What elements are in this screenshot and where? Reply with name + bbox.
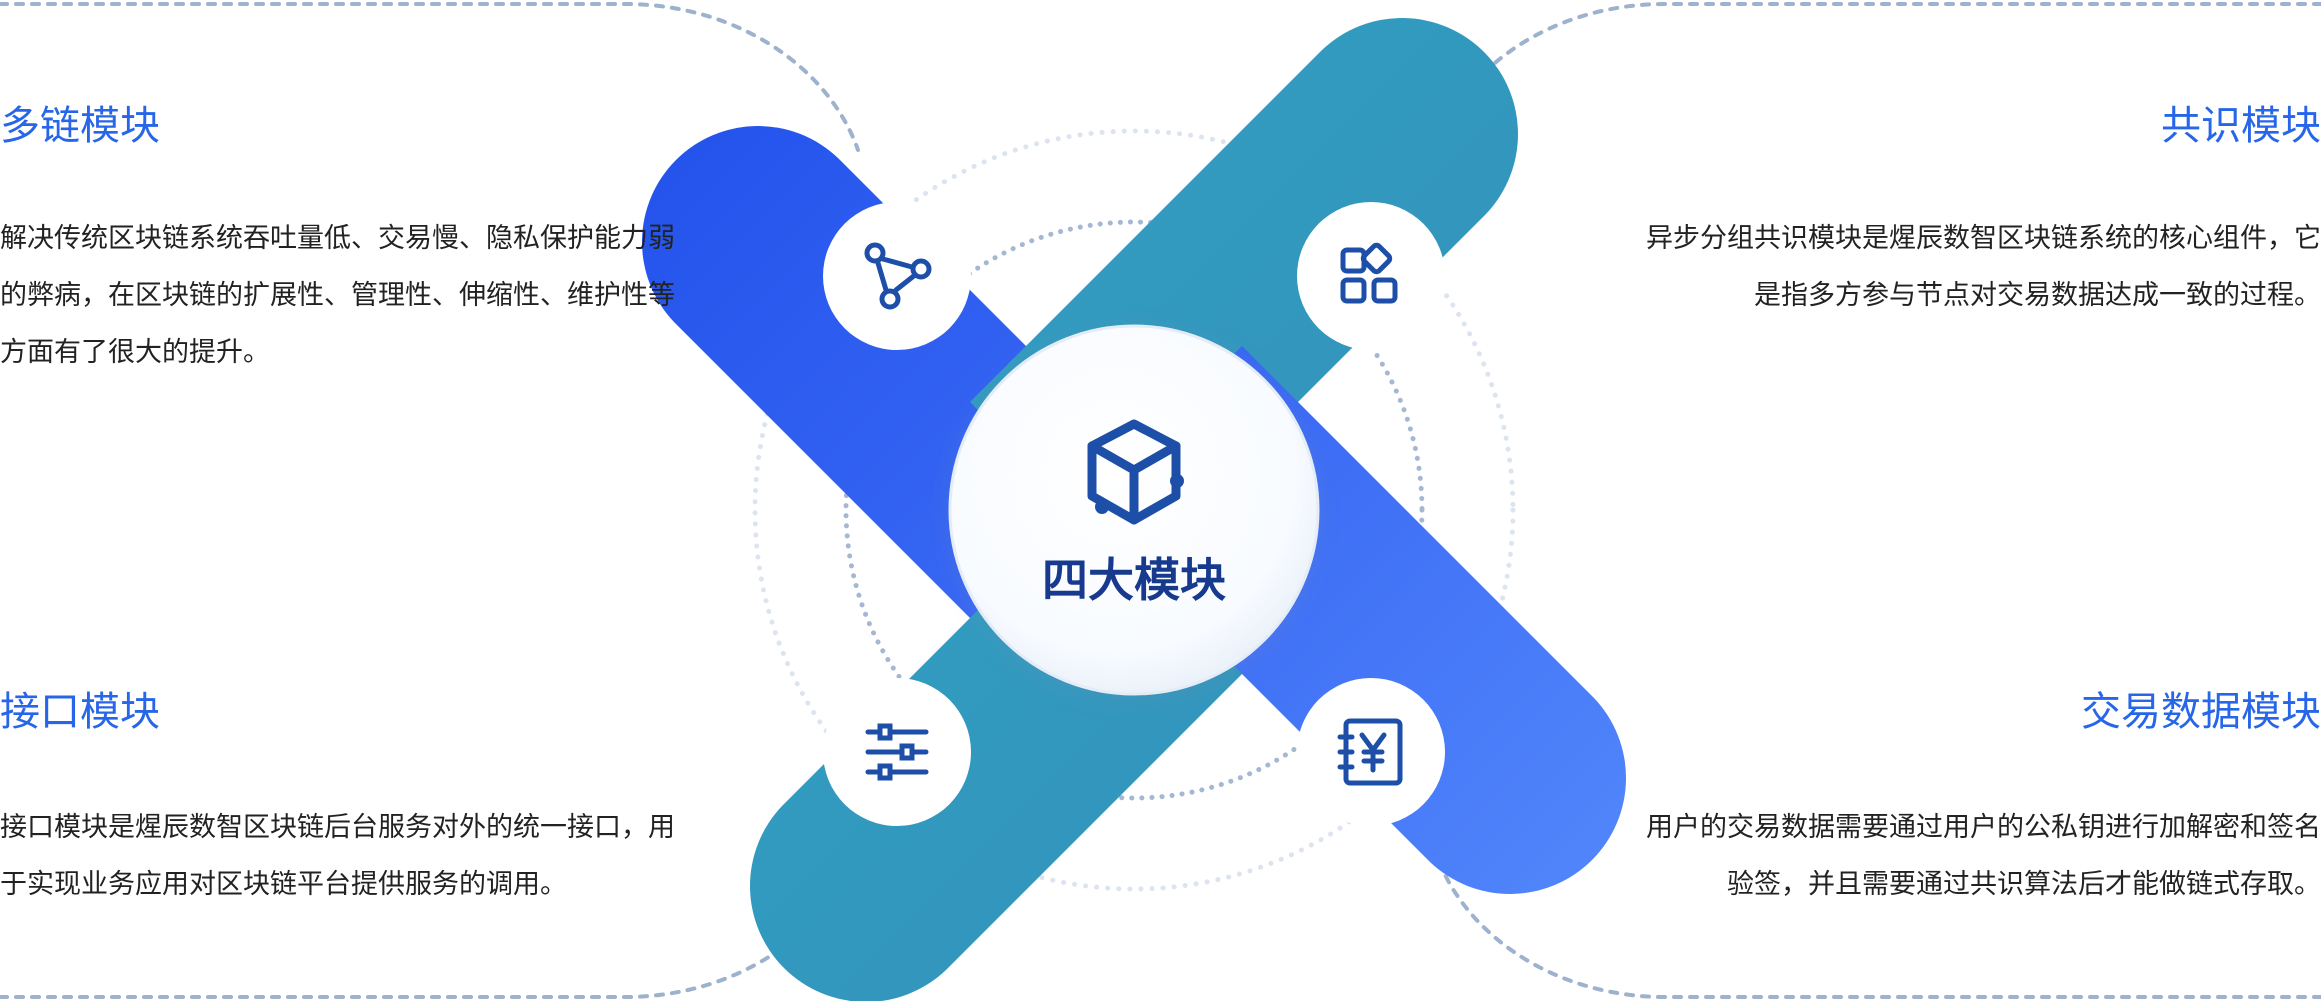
icon-circle-consensus <box>1297 202 1445 350</box>
yuan-ledger-icon <box>1337 718 1403 786</box>
sliders-icon <box>865 723 929 781</box>
multichain-module-description: 解决传统区块链系统吞吐量低、交易慢、隐私保护能力弱的弊病，在区块链的扩展性、管理… <box>0 223 675 368</box>
interface-module-description: 接口模块是煋辰数智区块链后台服务对外的统一接口，用于实现业务应用对区块链平台提供… <box>0 812 675 900</box>
cube-icon <box>1087 419 1184 525</box>
transaction-module-description: 用户的交易数据需要通过用户的公私钥进行加解密和签名验签，并且需要通过共识算法后才… <box>1646 812 2321 900</box>
transaction-module-title: 交易数据模块 <box>2081 689 2321 735</box>
multichain-module-title: 多链模块 <box>0 103 160 149</box>
consensus-module-title: 共识模块 <box>2161 103 2321 149</box>
apps-grid-icon <box>1340 242 1398 304</box>
consensus-module-description: 异步分组共识模块是煋辰数智区块链系统的核心组件，它是指多方参与节点对交易数据达成… <box>1646 223 2321 311</box>
dotted-rings <box>752 128 1516 892</box>
center-label: 四大模块 <box>1042 553 1226 607</box>
icon-circle-multichain <box>823 202 971 350</box>
interface-module-title: 接口模块 <box>0 689 160 735</box>
network-nodes-icon <box>864 242 932 310</box>
